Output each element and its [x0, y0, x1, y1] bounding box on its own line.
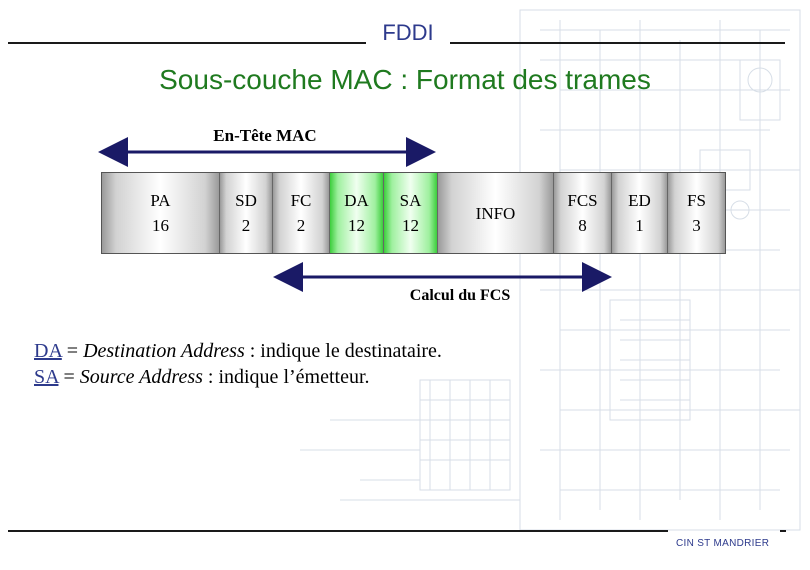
header-rule-left	[8, 42, 366, 44]
footer-text: CIN ST MANDRIER	[676, 538, 770, 549]
definitions: DA = Destination Address : indique le de…	[34, 338, 442, 390]
field-name: SA	[399, 191, 422, 210]
field-size: 8	[578, 216, 587, 235]
abbr-da: DA	[34, 340, 62, 362]
field-fs: FS 3	[668, 173, 725, 253]
field-pa: PA 16	[102, 173, 220, 253]
field-da: DA 12	[330, 173, 384, 253]
field-size: 1	[635, 216, 644, 235]
slide-title: Sous-couche MAC : Format des trames	[159, 64, 651, 95]
field-size: 2	[241, 216, 251, 235]
field-name: FCS	[567, 191, 598, 210]
desc-da: : indique le destinataire.	[244, 340, 442, 362]
abbr-sa: SA	[34, 366, 59, 388]
field-name: PA	[150, 191, 171, 210]
footer-rule	[8, 530, 668, 532]
equals: =	[58, 366, 80, 388]
desc-sa: : indique l’émetteur.	[202, 366, 370, 388]
field-size: 2	[296, 216, 306, 235]
field-info: INFO	[438, 173, 554, 253]
field-size: 3	[692, 216, 701, 235]
field-size: 12	[402, 216, 419, 235]
field-sa: SA 12	[384, 173, 438, 253]
header-title: FDDI	[382, 20, 434, 45]
field-name: DA	[344, 191, 369, 210]
field-name: FS	[687, 191, 706, 210]
calcul-fcs-label: Calcul du FCS	[409, 287, 511, 304]
equals: =	[61, 340, 84, 362]
field-ed: ED 1	[612, 173, 668, 253]
field-size: 16	[152, 216, 169, 235]
header-rule-right	[450, 42, 785, 44]
field-size: 12	[348, 216, 365, 235]
field-name: SD	[235, 191, 257, 210]
field-name: INFO	[475, 203, 516, 223]
term-da: Destination Address	[83, 340, 245, 362]
field-name: FC	[290, 191, 312, 210]
footer-rule-tick	[780, 530, 786, 532]
field-name: ED	[628, 191, 651, 210]
field-fcs: FCS 8	[554, 173, 612, 253]
field-sd: SD 2	[220, 173, 273, 253]
frame-format: PA 16 SD 2 FC 2 DA 12 SA 12 INFO FCS 8 E…	[101, 172, 726, 254]
definition-sa: SA = Source Address : indique l’émetteur…	[34, 364, 442, 390]
definition-da: DA = Destination Address : indique le de…	[34, 338, 442, 364]
term-sa: Source Address	[79, 366, 203, 388]
field-fc: FC 2	[273, 173, 330, 253]
